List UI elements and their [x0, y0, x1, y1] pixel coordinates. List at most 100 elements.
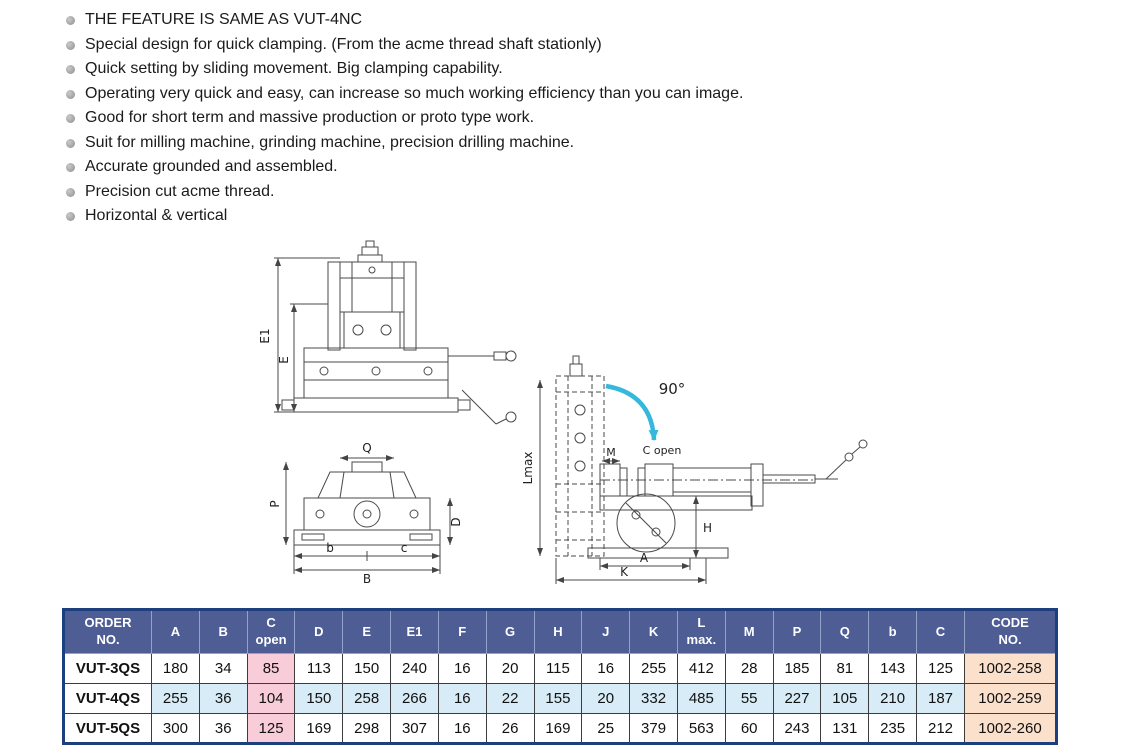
- feature-text: Suit for milling machine, grinding machi…: [85, 133, 575, 151]
- col-header: D: [294, 609, 344, 654]
- col-header: B: [198, 609, 248, 654]
- bullet-icon: [66, 212, 75, 221]
- value-cell: 307: [390, 713, 439, 744]
- col-header: H: [533, 609, 583, 654]
- value-cell: 34: [198, 653, 248, 684]
- feature-text: Special design for quick clamping. (From…: [85, 35, 602, 53]
- col-header: Q: [820, 609, 870, 654]
- value-cell: 125: [916, 653, 965, 684]
- feature-item: Operating very quick and easy, can incre…: [66, 82, 1046, 107]
- value-cell: 150: [294, 683, 344, 714]
- plan-view-drawing: [283, 455, 453, 574]
- value-cell: 131: [820, 713, 870, 744]
- order-no-cell: VUT-3QS: [63, 653, 152, 684]
- value-cell: 169: [533, 713, 583, 744]
- value-cell: 412: [676, 653, 726, 684]
- value-cell: 169: [294, 713, 344, 744]
- feature-item: Precision cut acme thread.: [66, 180, 1046, 205]
- value-cell: 16: [437, 713, 487, 744]
- value-cell: 36: [198, 713, 248, 744]
- rotation-arrow-icon: [605, 383, 659, 441]
- dim-label-e: E: [277, 356, 291, 364]
- value-cell: 20: [485, 653, 535, 684]
- bullet-icon: [66, 65, 75, 74]
- value-cell: 113: [294, 653, 344, 684]
- value-cell: 125: [246, 713, 296, 744]
- value-cell: 60: [724, 713, 774, 744]
- bullet-icon: [66, 114, 75, 123]
- col-header: K: [629, 609, 678, 654]
- dim-label-b-cap: B: [363, 572, 371, 586]
- feature-item: Good for short term and massive producti…: [66, 106, 1046, 131]
- feature-item: THE FEATURE IS SAME AS VUT-4NC: [66, 8, 1046, 33]
- bullet-icon: [66, 187, 75, 197]
- col-header: C: [916, 609, 965, 654]
- value-cell: 563: [676, 713, 726, 744]
- feature-text: THE FEATURE IS SAME AS VUT-4NC: [85, 11, 363, 28]
- col-header: F: [437, 609, 487, 654]
- value-cell: 155: [533, 683, 583, 714]
- value-cell: 1002-260: [964, 713, 1057, 744]
- feature-text: Good for short term and massive producti…: [85, 109, 535, 126]
- front-view-drawing: [274, 240, 517, 425]
- value-cell: 332: [629, 683, 678, 714]
- feature-text: Quick setting by sliding movement. Big c…: [85, 60, 503, 77]
- value-cell: 185: [772, 653, 822, 684]
- col-header: G: [485, 609, 535, 654]
- value-cell: 210: [868, 683, 917, 714]
- value-cell: 16: [437, 653, 487, 684]
- dim-label-a: A: [640, 551, 649, 565]
- value-cell: 298: [342, 713, 392, 744]
- value-cell: 212: [916, 713, 965, 744]
- order-no-cell: VUT-4QS: [63, 683, 152, 714]
- col-header: P: [772, 609, 822, 654]
- value-cell: 105: [820, 683, 870, 714]
- value-cell: 104: [246, 683, 296, 714]
- value-cell: 1002-258: [964, 653, 1057, 684]
- value-cell: 266: [390, 683, 439, 714]
- col-header: J: [581, 609, 631, 654]
- value-cell: 85: [246, 653, 296, 684]
- col-header: CODE NO.: [964, 609, 1057, 654]
- value-cell: 26: [485, 713, 535, 744]
- col-header: E: [342, 609, 392, 654]
- col-header: C open: [246, 609, 296, 654]
- value-cell: 143: [868, 653, 917, 684]
- bullet-icon: [66, 40, 75, 50]
- value-cell: 255: [151, 683, 200, 714]
- value-cell: 300: [151, 713, 200, 744]
- col-header: E1: [390, 609, 439, 654]
- feature-item: Suit for milling machine, grinding machi…: [66, 131, 1046, 156]
- value-cell: 485: [676, 683, 726, 714]
- value-cell: 25: [581, 713, 631, 744]
- col-header: b: [868, 609, 917, 654]
- dim-label-lmax: Lmax: [521, 452, 535, 485]
- dim-label-e1: E1: [258, 328, 272, 343]
- col-header: A: [151, 609, 200, 654]
- value-cell: 28: [724, 653, 774, 684]
- feature-text: Operating very quick and easy, can incre…: [85, 84, 744, 102]
- value-cell: 187: [916, 683, 965, 714]
- technical-drawings: E1 E Q P D b c B Lmax 90° M C open H A K: [258, 240, 868, 586]
- value-cell: 81: [820, 653, 870, 684]
- value-cell: 240: [390, 653, 439, 684]
- value-cell: 255: [629, 653, 678, 684]
- value-cell: 150: [342, 653, 392, 684]
- value-cell: 1002-259: [964, 683, 1057, 714]
- bullet-icon: [66, 163, 75, 172]
- value-cell: 22: [485, 683, 535, 714]
- feature-item: Quick setting by sliding movement. Big c…: [66, 57, 1046, 82]
- value-cell: 20: [581, 683, 631, 714]
- value-cell: 16: [437, 683, 487, 714]
- value-cell: 258: [342, 683, 392, 714]
- feature-item: Horizontal & vertical: [66, 204, 1046, 229]
- value-cell: 180: [151, 653, 200, 684]
- feature-item: Special design for quick clamping. (From…: [66, 33, 1046, 58]
- bullet-icon: [66, 16, 75, 25]
